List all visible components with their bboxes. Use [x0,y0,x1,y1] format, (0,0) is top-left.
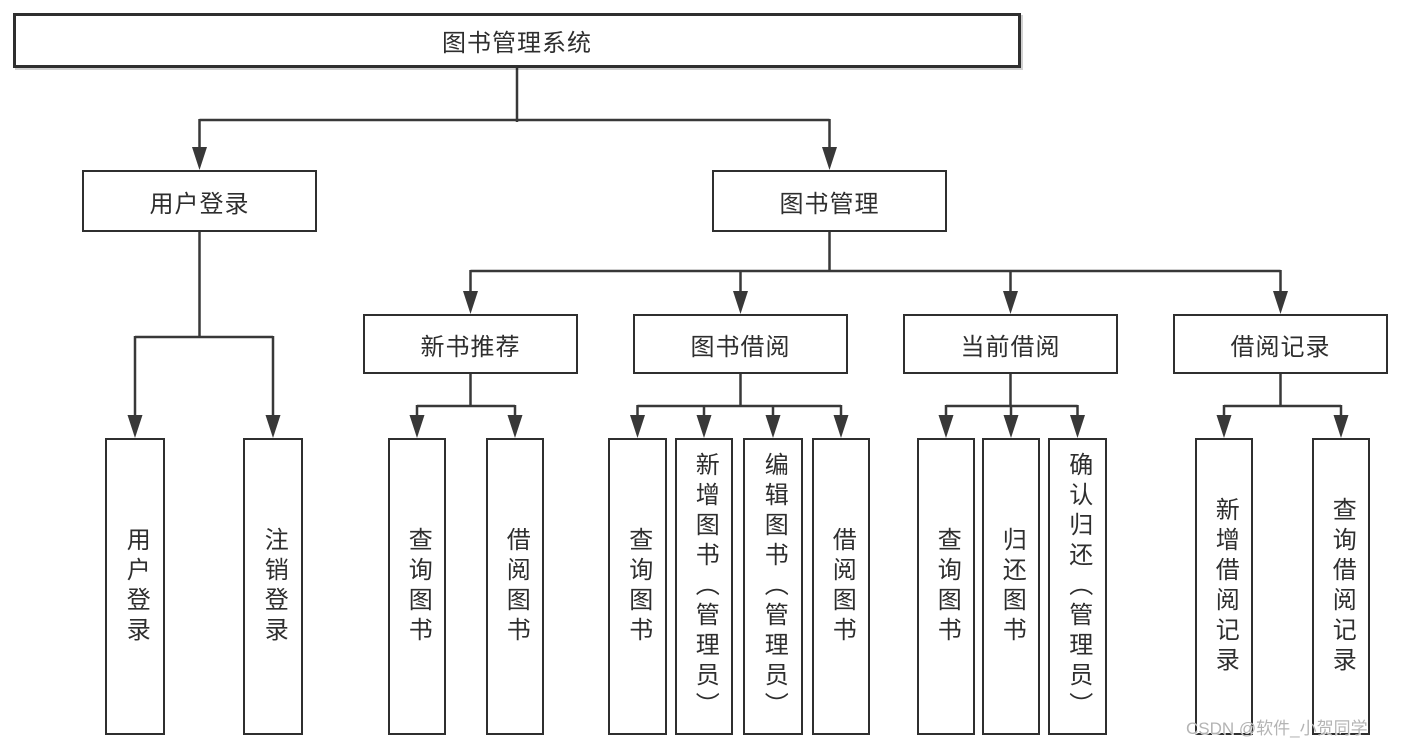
node-new-book-recommend: 新书推荐 [363,314,578,374]
arrowhead-icon [1003,415,1019,438]
leaf-confirm-return-admin: 确认归还（管理员） [1048,438,1107,735]
arrowhead-icon [409,415,425,438]
node-borrow-records: 借阅记录 [1173,314,1388,374]
arrowhead-icon [1216,415,1232,438]
leaf-user-login-label: 用户登录 [122,526,150,647]
leaf-edit-book-admin-label: 编辑图书（管理员） [760,451,788,722]
leaf-query-books-newbook: 查询图书 [388,438,446,735]
leaf-add-borrow-record: 新增借阅记录 [1195,438,1253,735]
leaf-logout-label: 注销登录 [260,526,288,647]
leaf-query-books-borrow: 查询图书 [608,438,667,735]
arrowhead-icon [463,291,478,314]
leaf-borrow-books-newbook: 借阅图书 [486,438,544,735]
arrowhead-icon [1333,415,1349,438]
leaf-borrow-books-newbook-label: 借阅图书 [502,526,530,647]
leaf-edit-book-admin: 编辑图书（管理员） [743,438,803,735]
leaf-add-book-admin-label: 新增图书（管理员） [691,451,719,722]
node-user-login: 用户登录 [82,170,317,232]
node-library-system: 图书管理系统 [13,13,1021,68]
csdn-watermark: CSDN @软件_小贺同学 [1186,719,1368,738]
node-current-borrow-label: 当前借阅 [960,333,1061,361]
node-new-book-recommend-label: 新书推荐 [420,333,521,361]
node-borrow-records-label: 借阅记录 [1230,333,1331,361]
arrowhead-icon [822,147,837,170]
leaf-logout: 注销登录 [243,438,303,735]
leaf-confirm-return-admin-label: 确认归还（管理员） [1064,451,1092,722]
leaf-query-books-borrow-label: 查询图书 [624,526,652,647]
leaf-query-books-current-label: 查询图书 [933,526,961,647]
arrowhead-icon [938,415,954,438]
arrowhead-icon [1003,291,1018,314]
node-current-borrow: 当前借阅 [903,314,1118,374]
arrowhead-icon [1273,291,1288,314]
arrowhead-icon [265,415,281,438]
node-library-system-label: 图书管理系统 [442,30,592,57]
node-user-login-label: 用户登录 [149,190,250,218]
arrowhead-icon [630,415,645,438]
leaf-return-book-label: 归还图书 [998,526,1026,647]
leaf-query-books-newbook-label: 查询图书 [404,526,432,647]
leaf-borrow-books-borrow: 借阅图书 [812,438,870,735]
leaf-add-book-admin: 新增图书（管理员） [675,438,733,735]
arrowhead-icon [1070,415,1085,438]
leaf-user-login: 用户登录 [105,438,165,735]
arrowhead-icon [696,415,712,438]
arrowhead-icon [765,415,781,438]
node-book-borrow: 图书借阅 [633,314,848,374]
leaf-query-books-current: 查询图书 [917,438,975,735]
node-book-management-label: 图书管理 [779,190,880,218]
arrowhead-icon [507,415,523,438]
node-book-borrow-label: 图书借阅 [690,333,791,361]
arrowhead-icon [192,147,207,170]
leaf-query-borrow-record: 查询借阅记录 [1312,438,1370,735]
node-book-management: 图书管理 [712,170,947,232]
leaf-query-borrow-record-label: 查询借阅记录 [1328,496,1356,677]
arrowhead-icon [127,415,143,438]
leaf-return-book: 归还图书 [982,438,1040,735]
arrowhead-icon [833,415,849,438]
leaf-add-borrow-record-label: 新增借阅记录 [1211,496,1239,677]
leaf-borrow-books-borrow-label: 借阅图书 [828,526,856,647]
arrowhead-icon [733,291,748,314]
